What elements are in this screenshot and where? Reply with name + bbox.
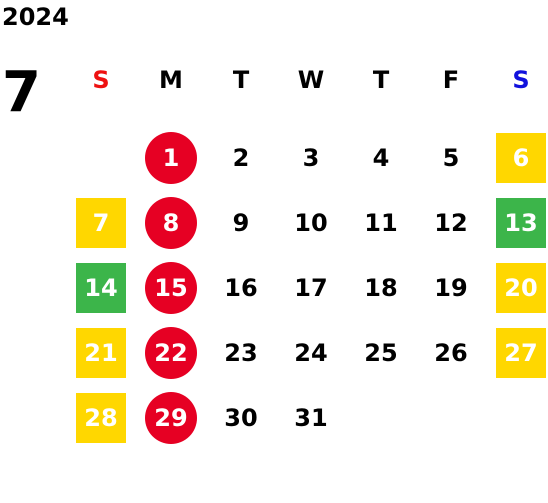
- day-number: 22: [145, 326, 197, 379]
- day-number: 2: [232, 143, 250, 172]
- day-number: 29: [145, 391, 197, 444]
- day-number: 1: [145, 131, 197, 184]
- day-cell: [416, 385, 486, 450]
- day-cell: 4: [346, 125, 416, 190]
- day-number: 10: [294, 208, 328, 237]
- day-cell: 20: [486, 255, 548, 320]
- day-cell: 10: [276, 190, 346, 255]
- day-cell: 2: [206, 125, 276, 190]
- day-number: 13: [496, 197, 546, 248]
- weekday-label: M: [159, 66, 183, 94]
- day-number: 16: [224, 273, 258, 302]
- day-cell: 22: [136, 320, 206, 385]
- day-cell: [66, 125, 136, 190]
- day-cell: 8: [136, 190, 206, 255]
- day-cell: 12: [416, 190, 486, 255]
- day-number: 9: [232, 208, 250, 237]
- day-number: 11: [364, 208, 398, 237]
- day-cell: 29: [136, 385, 206, 450]
- calendar-month: 7: [2, 60, 41, 125]
- day-number: 15: [145, 261, 197, 314]
- day-number: 31: [294, 403, 328, 432]
- day-number: 20: [496, 262, 546, 313]
- day-cell: 23: [206, 320, 276, 385]
- week-row: 28 29 30 31: [66, 385, 548, 450]
- day-number: 30: [224, 403, 258, 432]
- day-number: 14: [76, 262, 126, 313]
- day-cell: 30: [206, 385, 276, 450]
- day-number: 8: [145, 196, 197, 249]
- day-number: 27: [496, 327, 546, 378]
- day-number: 28: [76, 392, 126, 443]
- week-row: 21 22 23 24 25 26 27: [66, 320, 548, 385]
- day-cell: 3: [276, 125, 346, 190]
- weekday-label: S: [512, 66, 530, 94]
- day-cell: 11: [346, 190, 416, 255]
- day-cell: 5: [416, 125, 486, 190]
- calendar-year: 2024: [2, 3, 69, 31]
- day-number: 23: [224, 338, 258, 367]
- weekday-label: W: [297, 66, 325, 94]
- day-cell: [346, 385, 416, 450]
- day-cell: 15: [136, 255, 206, 320]
- day-number: 19: [434, 273, 468, 302]
- day-number: 25: [364, 338, 398, 367]
- weekday-header-row: S M T W T F S: [66, 60, 548, 100]
- day-cell: 18: [346, 255, 416, 320]
- day-cell: 6: [486, 125, 548, 190]
- day-cell: 7: [66, 190, 136, 255]
- day-cell: 27: [486, 320, 548, 385]
- day-number: 21: [76, 327, 126, 378]
- day-number: 17: [294, 273, 328, 302]
- day-cell: 24: [276, 320, 346, 385]
- day-cell: 21: [66, 320, 136, 385]
- weekday-label: T: [232, 66, 250, 94]
- day-cell: [486, 385, 548, 450]
- day-number: 24: [294, 338, 328, 367]
- day-number: 5: [442, 143, 460, 172]
- day-number: 12: [434, 208, 468, 237]
- day-number: 18: [364, 273, 398, 302]
- day-cell: 19: [416, 255, 486, 320]
- day-cell: 28: [66, 385, 136, 450]
- day-number: 3: [302, 143, 320, 172]
- weekday-label: T: [372, 66, 390, 94]
- day-cell: 26: [416, 320, 486, 385]
- day-cell: 31: [276, 385, 346, 450]
- day-cell: 25: [346, 320, 416, 385]
- day-cell: 9: [206, 190, 276, 255]
- day-cell: 16: [206, 255, 276, 320]
- week-row: 1 2 3 4 5 6: [66, 125, 548, 190]
- day-number: 7: [76, 197, 126, 248]
- day-number: 6: [496, 132, 546, 183]
- week-row: 14 15 16 17 18 19 20: [66, 255, 548, 320]
- day-cell: 13: [486, 190, 548, 255]
- day-cell: 14: [66, 255, 136, 320]
- day-number: 4: [372, 143, 390, 172]
- day-number: 26: [434, 338, 468, 367]
- weekday-label: F: [442, 66, 460, 94]
- day-cell: 1: [136, 125, 206, 190]
- day-cell: 17: [276, 255, 346, 320]
- weekday-label: S: [92, 66, 110, 94]
